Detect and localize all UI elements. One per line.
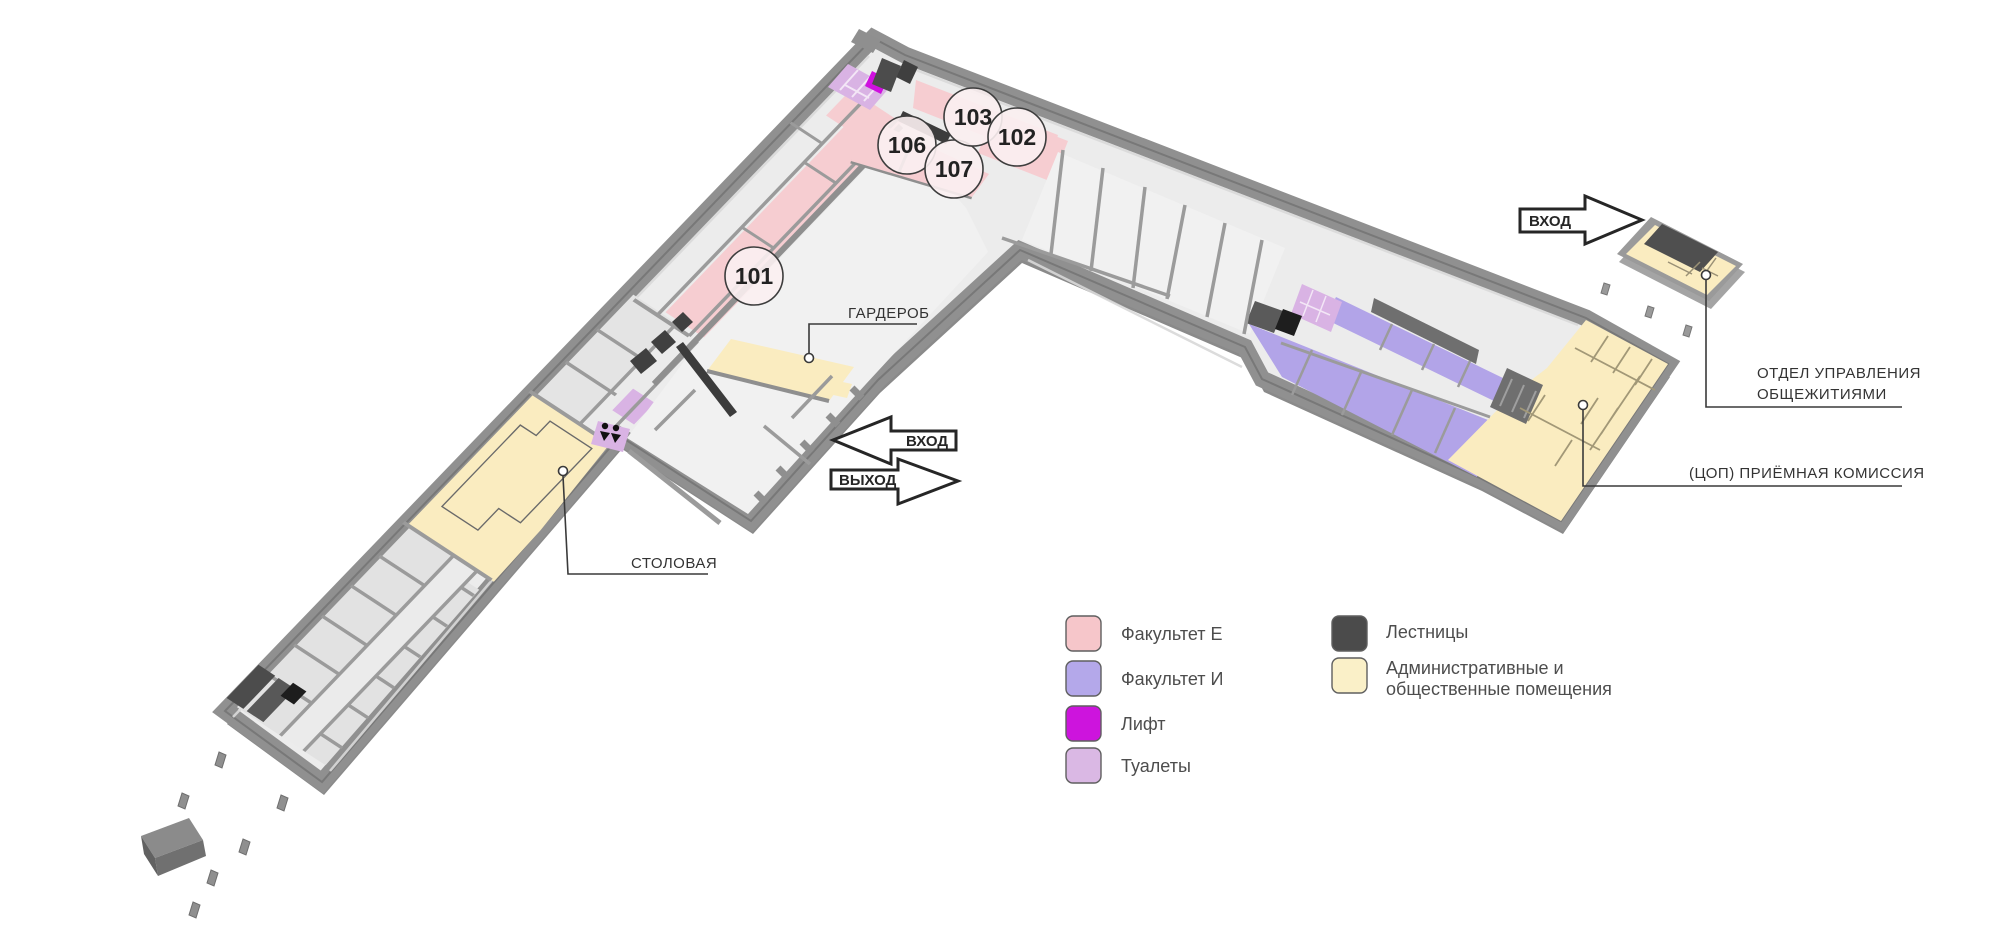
svg-text:102: 102 xyxy=(998,124,1036,150)
svg-text:ВХОД: ВХОД xyxy=(1529,213,1571,230)
svg-text:103: 103 xyxy=(954,104,992,130)
svg-text:Административные и: Административные и xyxy=(1386,658,1564,678)
svg-text:Факультет И: Факультет И xyxy=(1121,669,1224,689)
svg-text:(ЦОП) ПРИЁМНАЯ КОМИССИЯ: (ЦОП) ПРИЁМНАЯ КОМИССИЯ xyxy=(1689,465,1925,482)
svg-text:Лифт: Лифт xyxy=(1121,714,1166,734)
svg-text:Туалеты: Туалеты xyxy=(1121,756,1191,776)
svg-text:Факультет Е: Факультет Е xyxy=(1121,624,1223,644)
svg-text:ГАРДЕРОБ: ГАРДЕРОБ xyxy=(848,305,929,322)
svg-text:Лестницы: Лестницы xyxy=(1386,622,1468,642)
svg-text:107: 107 xyxy=(935,156,973,182)
svg-text:ОТДЕЛ УПРАВЛЕНИЯ: ОТДЕЛ УПРАВЛЕНИЯ xyxy=(1757,365,1921,382)
svg-text:общественные помещения: общественные помещения xyxy=(1386,679,1612,699)
svg-text:ВХОД: ВХОД xyxy=(906,433,948,450)
svg-text:106: 106 xyxy=(888,132,926,158)
svg-text:ВЫХОД: ВЫХОД xyxy=(839,472,897,489)
svg-text:СТОЛОВАЯ: СТОЛОВАЯ xyxy=(631,555,717,572)
svg-text:ОБЩЕЖИТИЯМИ: ОБЩЕЖИТИЯМИ xyxy=(1757,386,1887,403)
svg-text:101: 101 xyxy=(735,263,774,289)
